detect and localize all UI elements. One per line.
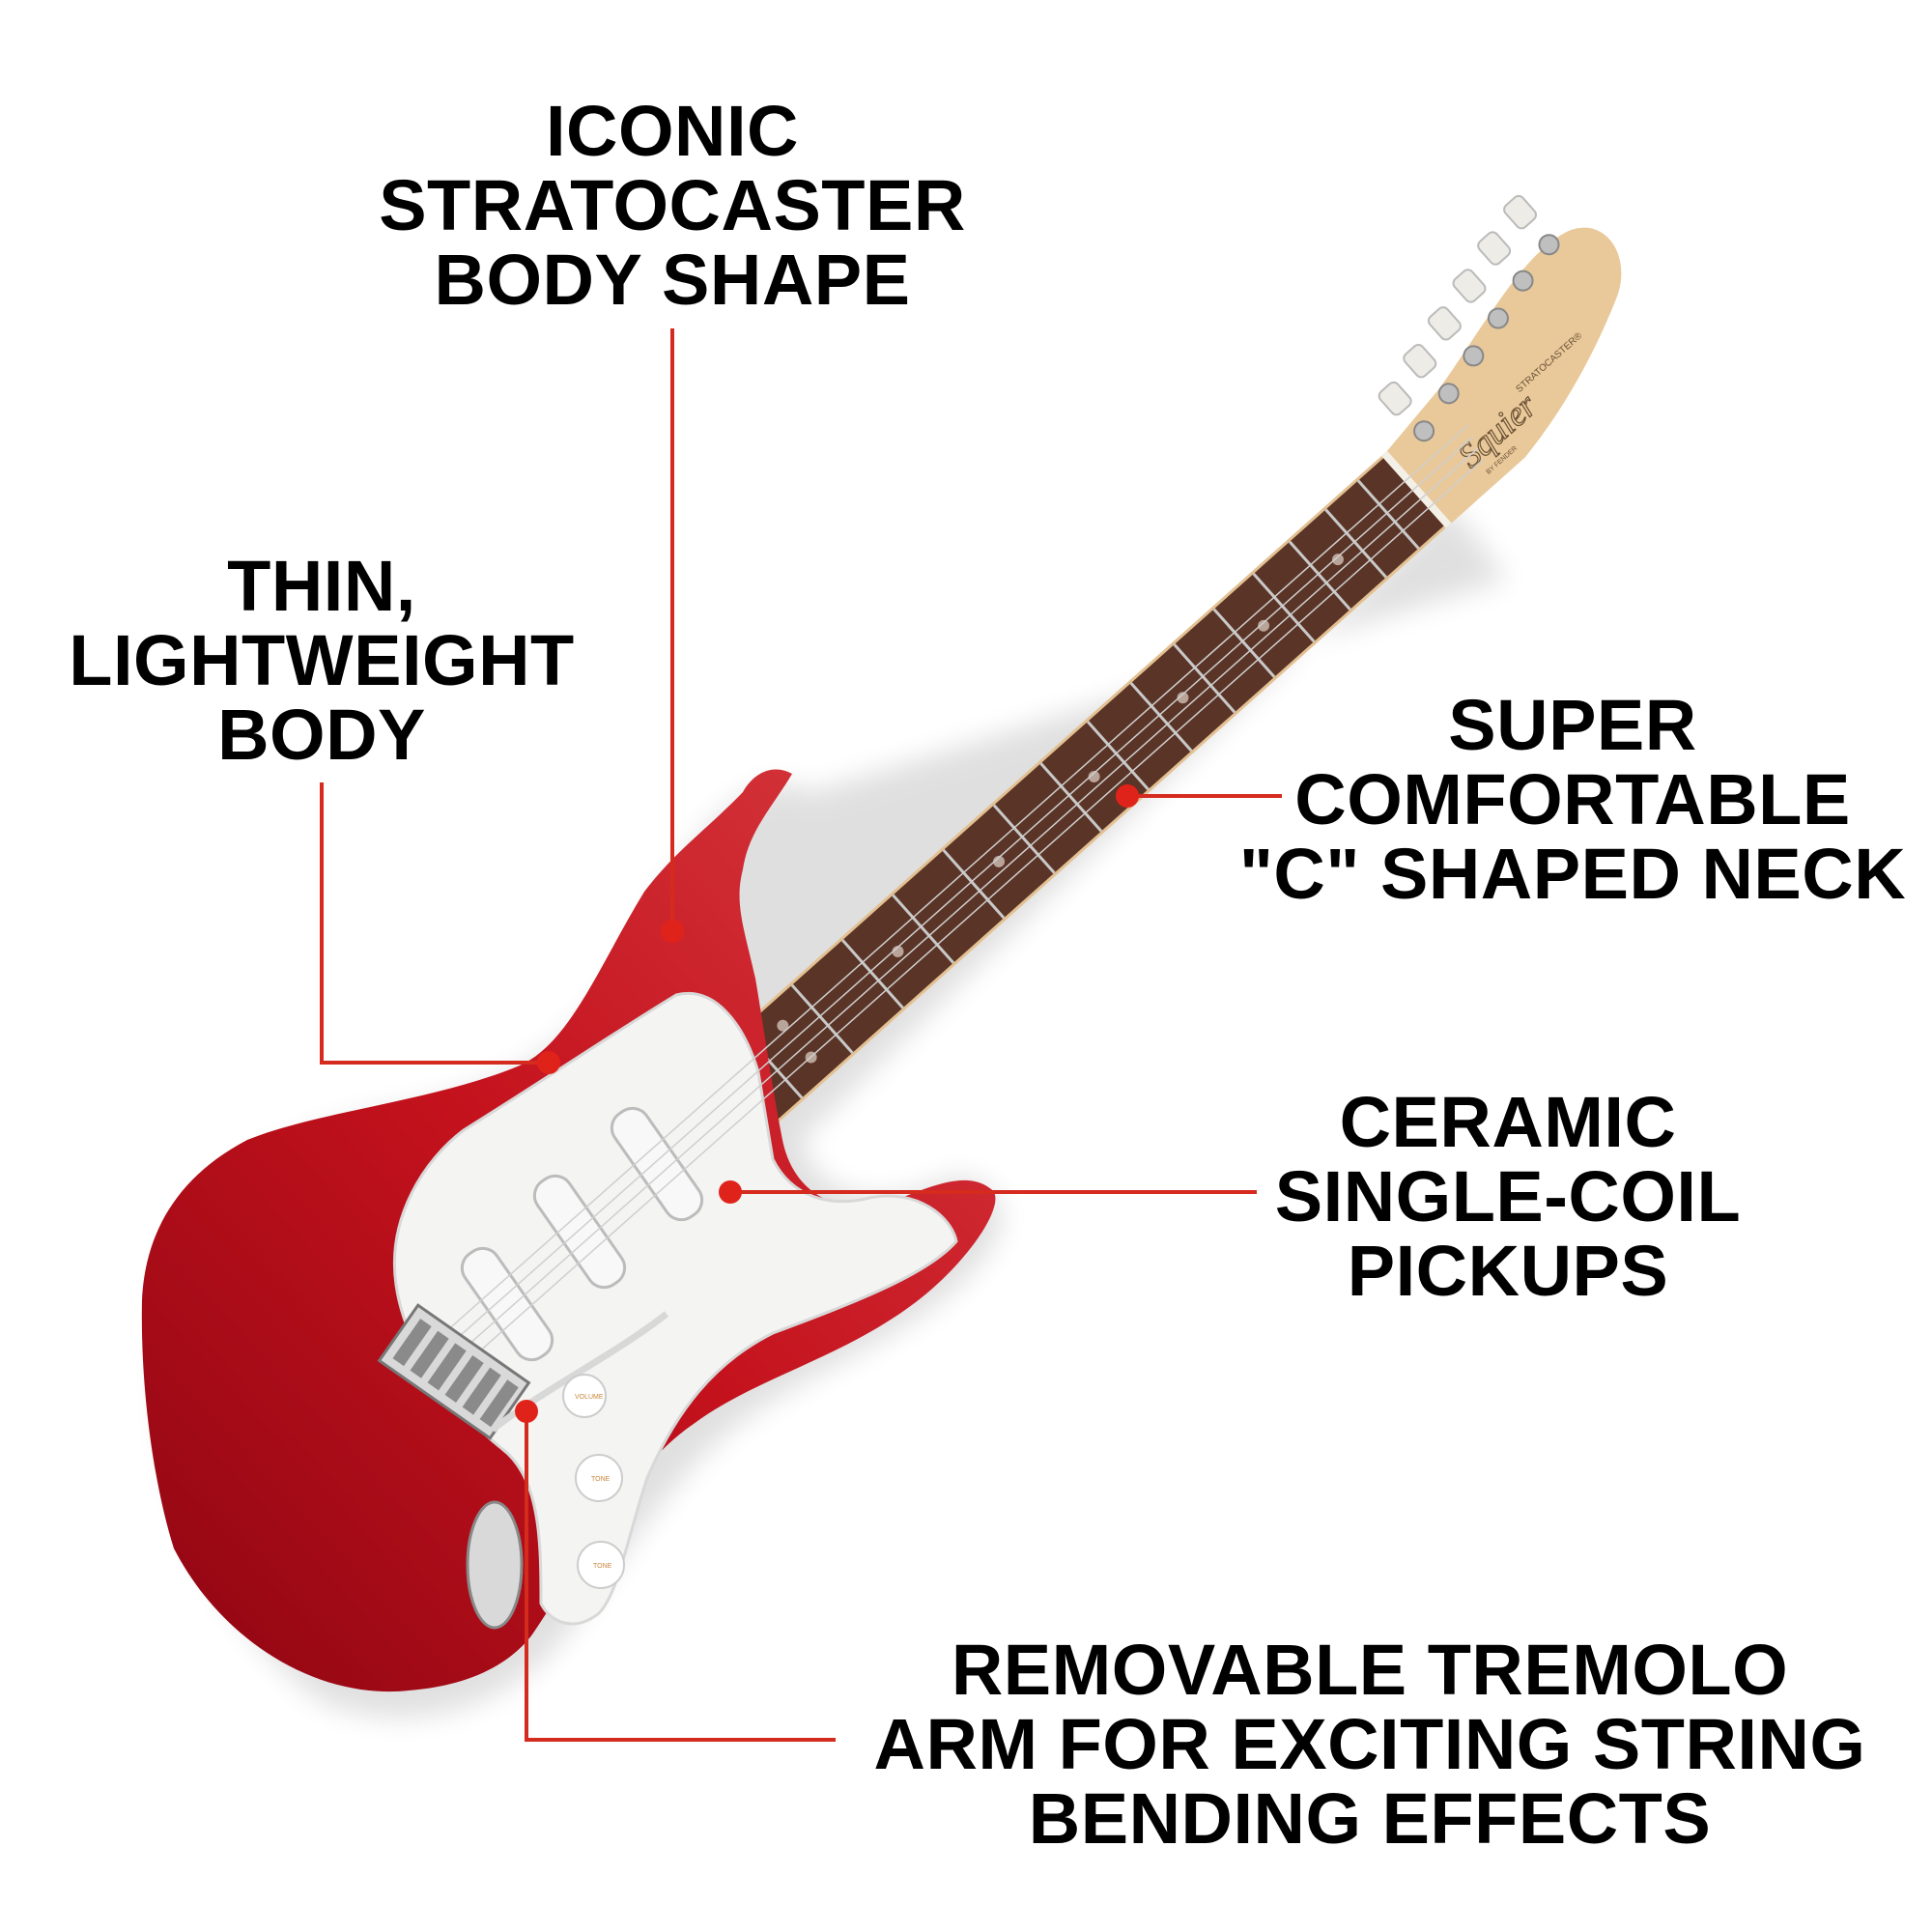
callout-text-line: STRATOCASTER <box>379 165 966 245</box>
headstock <box>1387 227 1622 524</box>
callout-body-shape: ICONIC STRATOCASTER BODY SHAPE <box>238 94 1107 317</box>
callout-line-tremolo <box>525 1411 836 1742</box>
callout-pickups: CERAMIC SINGLE-COIL PICKUPS <box>1073 1085 1932 1308</box>
callout-text-line: REMOVABLE TREMOLO <box>951 1630 1789 1710</box>
callout-text-line: LIGHTWEIGHT <box>69 620 575 700</box>
callout-lightweight: THIN, LIGHTWEIGHT BODY <box>0 549 756 772</box>
callout-dot-pickups <box>719 1180 742 1204</box>
callout-text-line: BENDING EFFECTS <box>1028 1778 1712 1859</box>
pickups <box>460 1106 704 1362</box>
knob-label-tone-1: TONE <box>591 1476 611 1483</box>
callout-text-line: BODY SHAPE <box>434 240 911 320</box>
knob-label-volume: VOLUME <box>575 1394 604 1401</box>
callout-text-line: "C" SHAPED NECK <box>1238 834 1907 914</box>
callout-line-lightweight <box>320 782 549 1065</box>
bridge <box>377 1303 531 1440</box>
callout-text-line: SINGLE-COIL <box>1274 1156 1742 1236</box>
callout-text-line: ARM FOR EXCITING STRING <box>873 1704 1866 1784</box>
strings <box>443 424 1484 1363</box>
callout-dot-lightweight <box>537 1051 560 1074</box>
output-jack <box>466 1500 524 1630</box>
callout-text-line: SUPER <box>1448 685 1697 765</box>
callout-text-line: THIN, <box>227 546 416 626</box>
callout-dot-body-shape <box>661 920 684 943</box>
callout-text-line: BODY <box>217 695 426 775</box>
tremolo-arm <box>490 1311 669 1433</box>
callout-dot-tremolo <box>515 1400 538 1423</box>
callout-text-line: COMFORTABLE <box>1294 759 1851 839</box>
callout-tremolo: REMOVABLE TREMOLO ARM FOR EXCITING STRIN… <box>838 1633 1901 1856</box>
control-knobs: VOLUME TONE TONE <box>562 1374 625 1589</box>
callout-text-line: CERAMIC <box>1339 1082 1677 1162</box>
callout-text-line: ICONIC <box>546 91 799 171</box>
callout-dot-neck <box>1116 784 1139 808</box>
callout-neck: SUPER COMFORTABLE "C" SHAPED NECK <box>1138 688 1932 911</box>
knob-label-tone-2: TONE <box>593 1563 612 1570</box>
callout-text-line: PICKUPS <box>1347 1231 1669 1311</box>
